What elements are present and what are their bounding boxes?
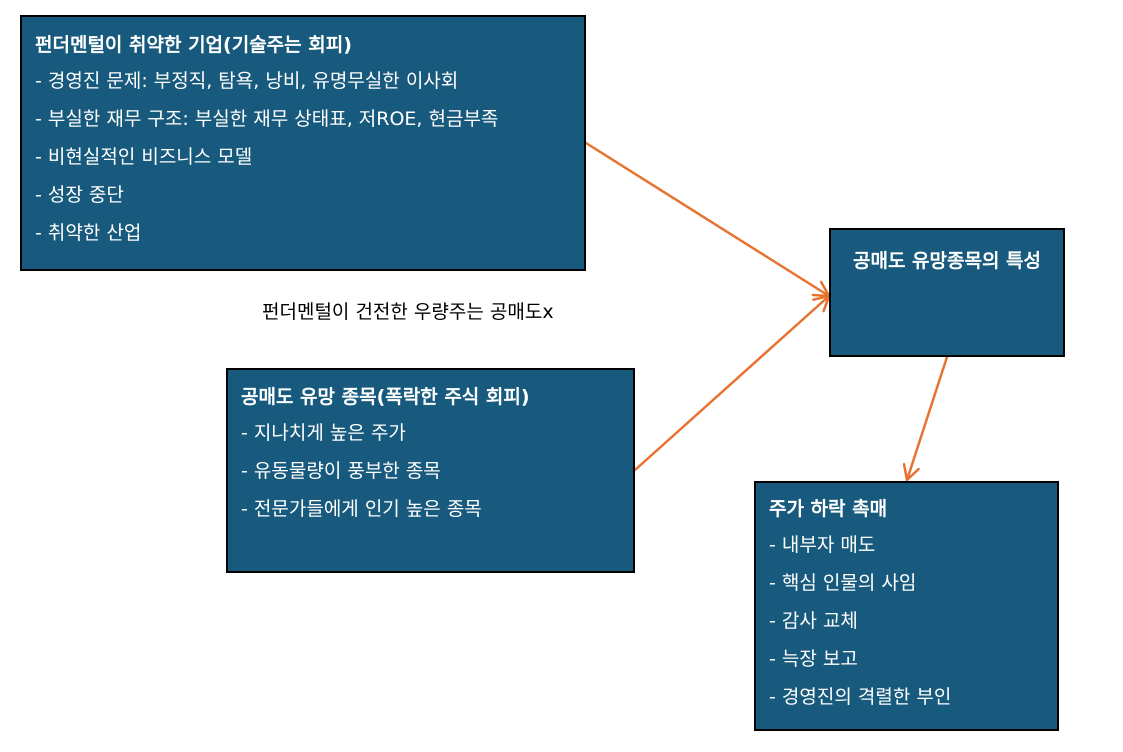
price-drop-catalyst-box: 주가 하락 촉매 - 내부자 매도 - 핵심 인물의 사임 - 감사 교체 - … xyxy=(754,481,1059,731)
arrowhead-icon xyxy=(811,280,831,298)
weak-fundamentals-title: 펀더멘털이 취약한 기업(기술주는 회피) xyxy=(35,34,352,56)
list-item: - 경영진 문제: 부정직, 탐욕, 낭비, 유명무실한 이사회 xyxy=(35,70,459,92)
list-item: - 전문가들에게 인기 높은 종목 xyxy=(241,498,482,520)
promising-short-title: 공매도 유망 종목(폭락한 주식 회피) xyxy=(241,386,530,408)
list-item: - 성장 중단 xyxy=(35,184,124,206)
weak-fundamentals-list: - 경영진 문제: 부정직, 탐욕, 낭비, 유명무실한 이사회 - 부실한 재… xyxy=(35,69,584,259)
list-item: - 내부자 매도 xyxy=(769,534,876,556)
short-traits-title: 공매도 유망종목의 특성 xyxy=(852,250,1042,272)
price-drop-catalyst-list: - 내부자 매도 - 핵심 인물의 사임 - 감사 교체 - 늑장 보고 - 경… xyxy=(769,533,1057,723)
list-item: - 핵심 인물의 사임 xyxy=(769,572,917,594)
connector-line xyxy=(633,294,831,472)
list-item: - 비현실적인 비즈니스 모델 xyxy=(35,146,253,168)
weak-fundamentals-box: 펀더멘털이 취약한 기업(기술주는 회피) - 경영진 문제: 부정직, 탐욕,… xyxy=(20,15,586,271)
list-item: - 유동물량이 풍부한 종목 xyxy=(241,460,441,482)
promising-to-traits-arrow xyxy=(633,294,831,472)
sound-bluechip-note: 펀더멘털이 건전한 우량주는 공매도x xyxy=(262,301,554,323)
promising-short-list: - 지나치게 높은 주가 - 유동물량이 풍부한 종목 - 전문가들에게 인기 … xyxy=(241,421,633,535)
connector-line xyxy=(905,355,949,482)
traits-to-catalyst-arrow xyxy=(902,355,949,482)
list-item: - 늑장 보고 xyxy=(769,648,858,670)
list-item: - 부실한 재무 구조: 부실한 재무 상태표, 저ROE, 현금부족 xyxy=(35,108,499,130)
promising-short-box: 공매도 유망 종목(폭락한 주식 회피) - 지나치게 높은 주가 - 유동물량… xyxy=(226,368,635,573)
price-drop-catalyst-title: 주가 하락 촉매 xyxy=(769,498,888,520)
list-item: - 취약한 산업 xyxy=(35,222,142,244)
list-item: - 경영진의 격렬한 부인 xyxy=(769,686,952,708)
list-item: - 감사 교체 xyxy=(769,610,858,632)
connector-line xyxy=(584,141,831,298)
list-item: - 지나치게 높은 주가 xyxy=(241,422,406,444)
short-traits-box: 공매도 유망종목의 특성 xyxy=(829,228,1065,357)
arrowhead-icon xyxy=(902,463,920,482)
weak-to-traits-arrow xyxy=(584,141,831,298)
